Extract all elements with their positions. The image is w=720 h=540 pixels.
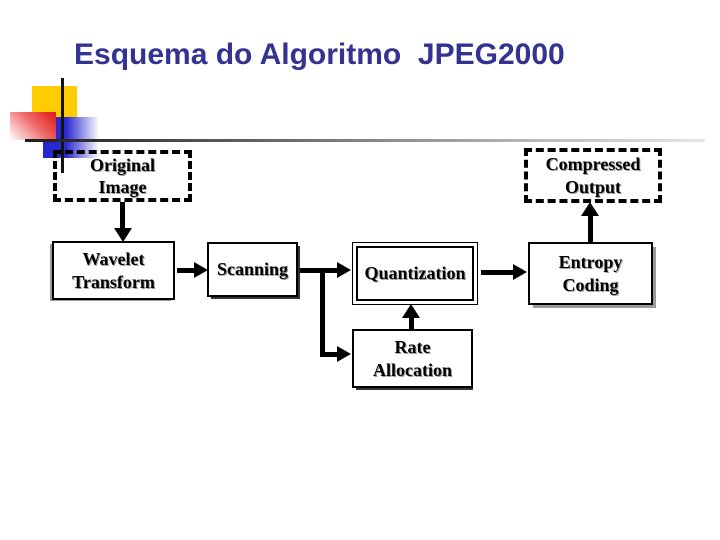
node-rate-allocation: Rate Allocation [352,329,473,388]
node-label: Original Image [89,154,155,198]
arrow-head-icon [114,228,132,242]
arrow-line [177,268,196,273]
node-label: Scanning [216,259,289,280]
slide-title: Esquema do Algoritmo JPEG2000 [74,38,565,71]
node-wavelet-transform: Wavelet Transform [52,241,175,300]
arrow-line [300,268,338,273]
arrow-line [481,270,514,275]
arrow-head-icon [402,304,420,318]
node-scanning: Scanning [207,242,298,297]
arrow-head-icon [337,346,351,362]
node-label: Compressed Output [545,154,641,197]
decoration-vertical-line [61,78,64,173]
arrow-line [120,202,125,229]
node-label: Rate Allocation [373,337,452,380]
node-label: Entropy Coding [558,252,623,295]
arrow-line [588,215,593,243]
node-original-image: Original Image [53,150,192,202]
node-label: Quantization [364,263,466,284]
arrow-head-icon [513,264,527,280]
arrow-line [320,352,338,357]
node-compressed-output: Compressed Output [524,148,662,203]
decoration-red-square [10,112,56,140]
node-quantization: Quantization [352,242,478,305]
decoration-yellow-square [32,86,77,117]
arrow-head-icon [194,262,208,278]
arrow-line [320,268,325,357]
arrow-head-icon [581,202,599,216]
title-divider-rule [25,139,705,142]
node-label: Wavelet Transform [72,249,155,292]
node-entropy-coding: Entropy Coding [528,242,653,305]
arrow-head-icon [337,262,351,278]
arrow-line [409,316,414,330]
